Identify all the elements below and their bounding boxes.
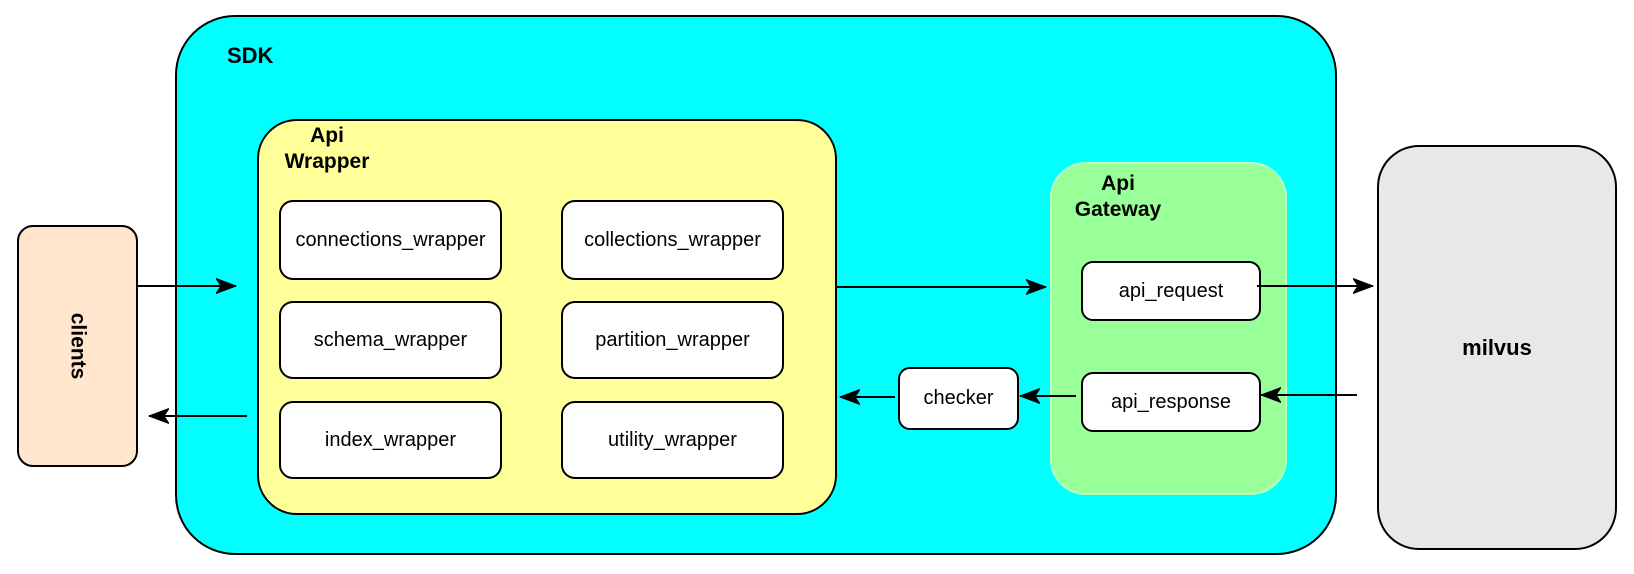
checker-label: checker [923,387,994,409]
api-request-label: api_request [1118,279,1224,302]
schema-wrapper-label: schema_wrapper [313,328,468,351]
partition-wrapper-label: partition_wrapper [595,328,750,351]
api-wrapper-label: Api Wrapper [265,123,389,175]
node-index-wrapper: index_wrapper [279,401,502,479]
api-wrapper-label-line1: Api [310,124,344,147]
node-schema-wrapper: schema_wrapper [279,301,502,379]
node-milvus: milvus [1377,145,1617,550]
collections-wrapper-label: collections_wrapper [584,228,761,251]
node-clients: clients [17,225,138,467]
node-utility-wrapper: utility_wrapper [561,401,784,479]
connections-wrapper-label: connections_wrapper [295,228,486,251]
node-api-request: api_request [1081,261,1261,321]
milvus-label: milvus [1462,334,1532,360]
utility-wrapper-label: utility_wrapper [608,428,737,451]
api-gateway-label-line1: Api [1101,172,1135,195]
sdk-label: SDK [227,43,274,68]
node-api-gateway: Api Gateway api_request api_response [1050,162,1287,495]
node-checker: checker [898,367,1019,430]
api-wrapper-label-line2: Wrapper [284,150,370,173]
node-api-wrapper: Api Wrapper connections_wrapper collecti… [257,119,837,515]
node-sdk: SDK Api Wrapper connections_wrapper coll… [175,15,1337,555]
node-connections-wrapper: connections_wrapper [279,200,502,280]
index-wrapper-label: index_wrapper [324,428,457,451]
api-response-label: api_response [1110,390,1232,413]
node-collections-wrapper: collections_wrapper [561,200,784,280]
clients-label: clients [66,312,90,380]
node-partition-wrapper: partition_wrapper [561,301,784,379]
node-api-response: api_response [1081,372,1261,432]
api-gateway-label-line2: Gateway [1074,198,1162,221]
api-gateway-label: Api Gateway [1066,171,1170,223]
